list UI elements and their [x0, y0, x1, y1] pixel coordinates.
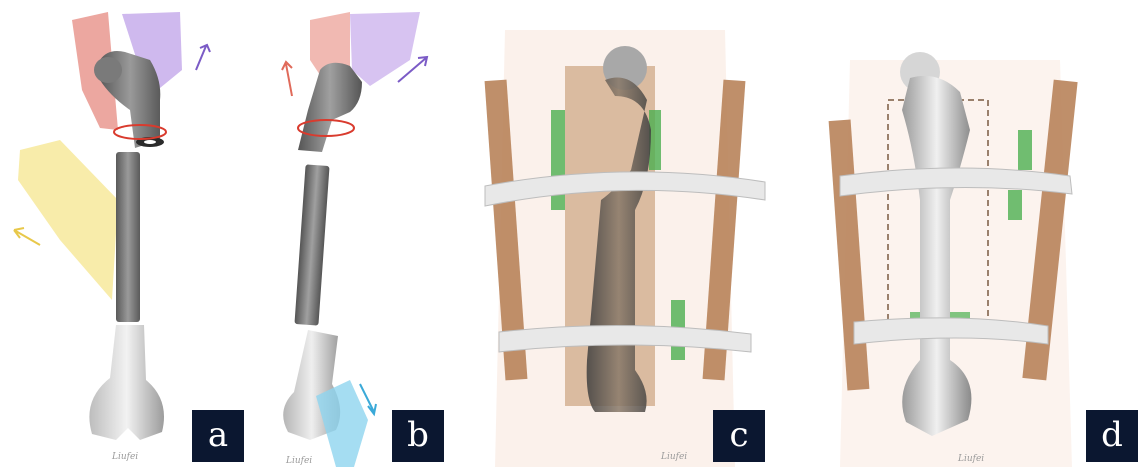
panel-a: Liufei a [0, 0, 250, 467]
panel-d: Liufei d [810, 0, 1138, 467]
panel-b-illustration [250, 0, 470, 467]
muscle-blue-sketch [316, 380, 368, 467]
panel-label-b: b [392, 410, 444, 462]
femoral-head [94, 57, 122, 83]
distal-femur-fragment [89, 325, 164, 440]
muscle-purple-sketch [350, 12, 420, 86]
signature: Liufei [958, 454, 984, 464]
padding-green [1018, 130, 1032, 170]
panel-b: Liufei b [250, 0, 470, 467]
femoral-shaft [294, 164, 329, 325]
arrow-purple [196, 45, 210, 70]
arrow-red [282, 62, 292, 96]
padding-green [1008, 190, 1022, 220]
signature: Liufei [661, 452, 687, 462]
panel-label-d: d [1086, 410, 1138, 462]
panel-a-illustration [0, 0, 250, 467]
signature: Liufei [112, 452, 138, 462]
panel-c-illustration [475, 0, 775, 467]
panel-d-illustration [810, 0, 1138, 467]
proximal-femur-fragment [298, 63, 362, 152]
panel-label-c: c [713, 410, 765, 462]
muscle-yellow-sketch [18, 140, 118, 300]
arrow-yellow [14, 228, 40, 245]
panel-c: Liufei c [475, 0, 775, 467]
panel-label-a: a [192, 410, 244, 462]
signature: Liufei [286, 456, 312, 466]
femoral-shaft [116, 152, 140, 322]
